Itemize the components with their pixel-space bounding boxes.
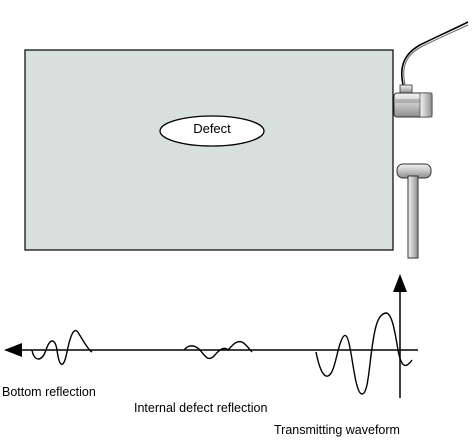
defect-label: Defect bbox=[193, 121, 231, 136]
time-axis-arrowhead bbox=[4, 343, 22, 357]
defect-reflection-wave bbox=[183, 340, 253, 360]
specimen-block bbox=[24, 49, 394, 251]
internal-defect-reflection-label: Internal defect reflection bbox=[134, 401, 268, 415]
bottom-reflection-label: Bottom reflection bbox=[2, 385, 96, 399]
transmitting-wave bbox=[315, 312, 413, 395]
bottom-reflection-wave bbox=[31, 329, 93, 365]
hammer-icon bbox=[396, 163, 432, 259]
defect-ellipse bbox=[159, 115, 265, 147]
amplitude-axis-arrowhead bbox=[393, 274, 407, 292]
transmitting-waveform-label: Transmitting waveform bbox=[274, 423, 400, 437]
sensor-icon bbox=[393, 21, 469, 118]
